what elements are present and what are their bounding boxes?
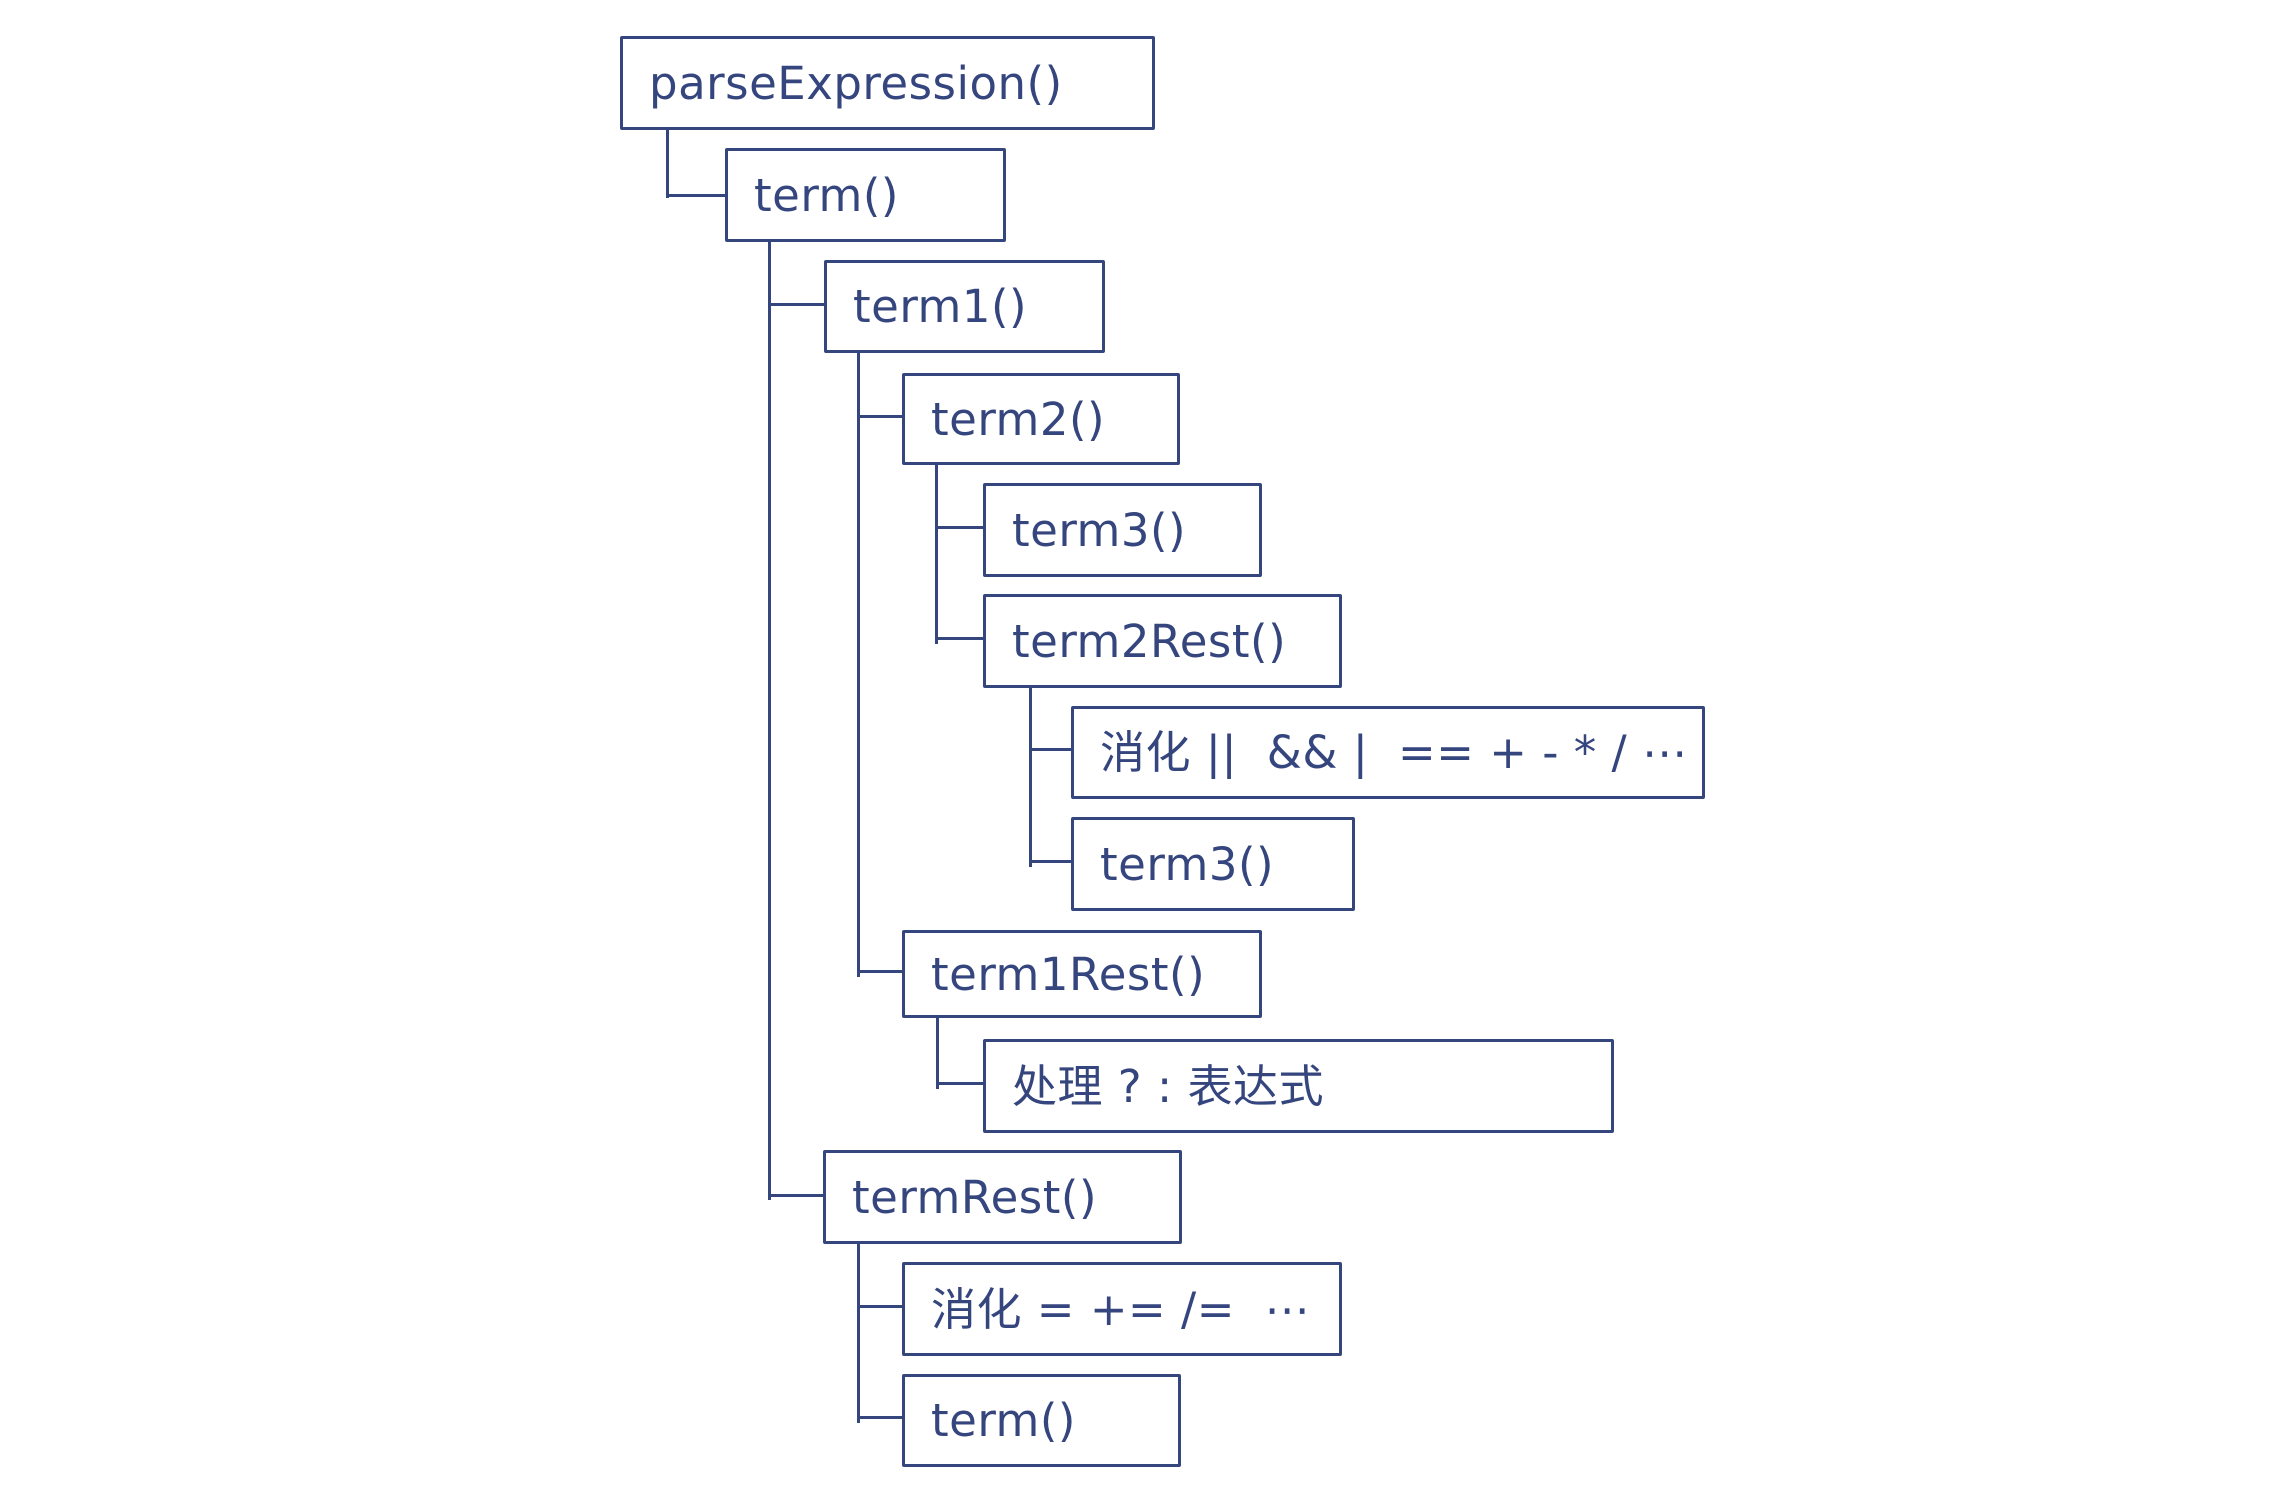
node-term-second: term() — [902, 1374, 1181, 1467]
node-term2rest: term2Rest() — [983, 594, 1342, 688]
node-consume-binary-ops: 消化 || && | == + - * / ⋯ — [1071, 706, 1705, 799]
connector-line — [666, 130, 669, 198]
node-term3-first: term3() — [983, 483, 1262, 577]
connector-line — [857, 415, 902, 418]
node-term1rest: term1Rest() — [902, 930, 1262, 1018]
connector-line — [857, 353, 860, 977]
connector-line — [1029, 860, 1071, 863]
node-termrest: termRest() — [823, 1150, 1182, 1244]
node-term2: term2() — [902, 373, 1180, 465]
connector-line — [935, 465, 938, 644]
connector-line — [768, 242, 771, 1200]
connector-line — [1029, 688, 1032, 867]
node-term1: term1() — [824, 260, 1105, 353]
connector-line — [936, 1082, 983, 1085]
connector-line — [857, 1244, 860, 1423]
connector-line — [1029, 748, 1071, 751]
node-parse-expression: parseExpression() — [620, 36, 1155, 130]
node-term: term() — [725, 148, 1006, 242]
node-consume-assign-ops: 消化 = += /= ⋯ — [902, 1262, 1342, 1356]
connector-line — [935, 637, 983, 640]
connector-line — [857, 1416, 902, 1419]
connector-line — [666, 194, 725, 197]
connector-line — [857, 1305, 902, 1308]
connector-line — [768, 1194, 823, 1197]
connector-line — [936, 1018, 939, 1089]
node-term3-second: term3() — [1071, 817, 1355, 911]
connector-line — [935, 526, 983, 529]
connector-line — [768, 303, 824, 306]
connector-line — [857, 970, 902, 973]
node-handle-ternary: 处理 ? : 表达式 — [983, 1039, 1614, 1133]
